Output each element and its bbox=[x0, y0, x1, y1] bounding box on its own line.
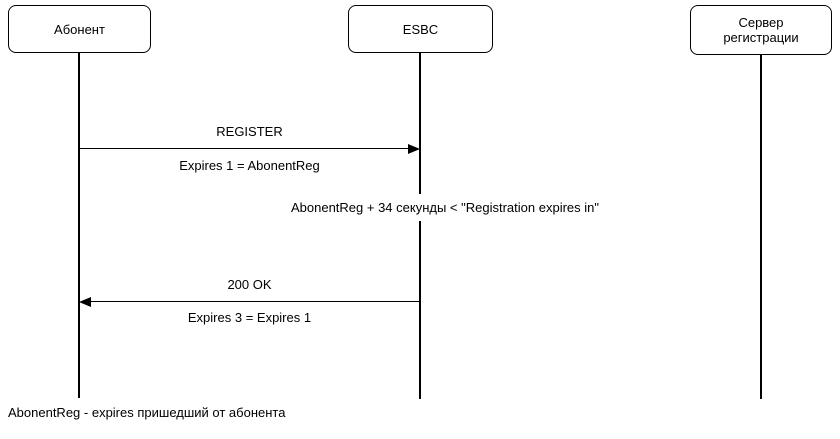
lifeline-esbc bbox=[419, 53, 421, 399]
participant-label-abonent: Абонент bbox=[54, 21, 105, 37]
message-subtitle-200ok: Expires 3 = Expires 1 bbox=[187, 310, 312, 325]
message-arrow-register bbox=[80, 148, 408, 149]
condition-note: AbonentReg + 34 секунды < "Registration … bbox=[235, 194, 655, 221]
lifeline-abonent bbox=[78, 53, 80, 398]
lifeline-reg-server bbox=[760, 55, 762, 399]
participant-label-esbc: ESBC bbox=[402, 21, 439, 37]
participant-label-reg-server: Сервер регистрации bbox=[723, 15, 799, 45]
participant-box-abonent: Абонент bbox=[8, 5, 151, 53]
arrowhead-right-icon bbox=[408, 144, 420, 154]
message-title-register: REGISTER bbox=[216, 124, 283, 139]
message-title-200ok: 200 OK bbox=[227, 277, 272, 292]
condition-note-text: AbonentReg + 34 секунды < "Registration … bbox=[286, 194, 603, 221]
participant-box-reg-server: Сервер регистрации bbox=[690, 5, 832, 55]
arrowhead-left-icon bbox=[79, 297, 91, 307]
participant-box-esbc: ESBC bbox=[348, 5, 493, 53]
message-subtitle-register: Expires 1 = AbonentReg bbox=[179, 158, 320, 173]
message-arrow-200ok bbox=[91, 301, 420, 302]
footer-legend: AbonentReg - expires пришедший от абонен… bbox=[8, 405, 286, 420]
